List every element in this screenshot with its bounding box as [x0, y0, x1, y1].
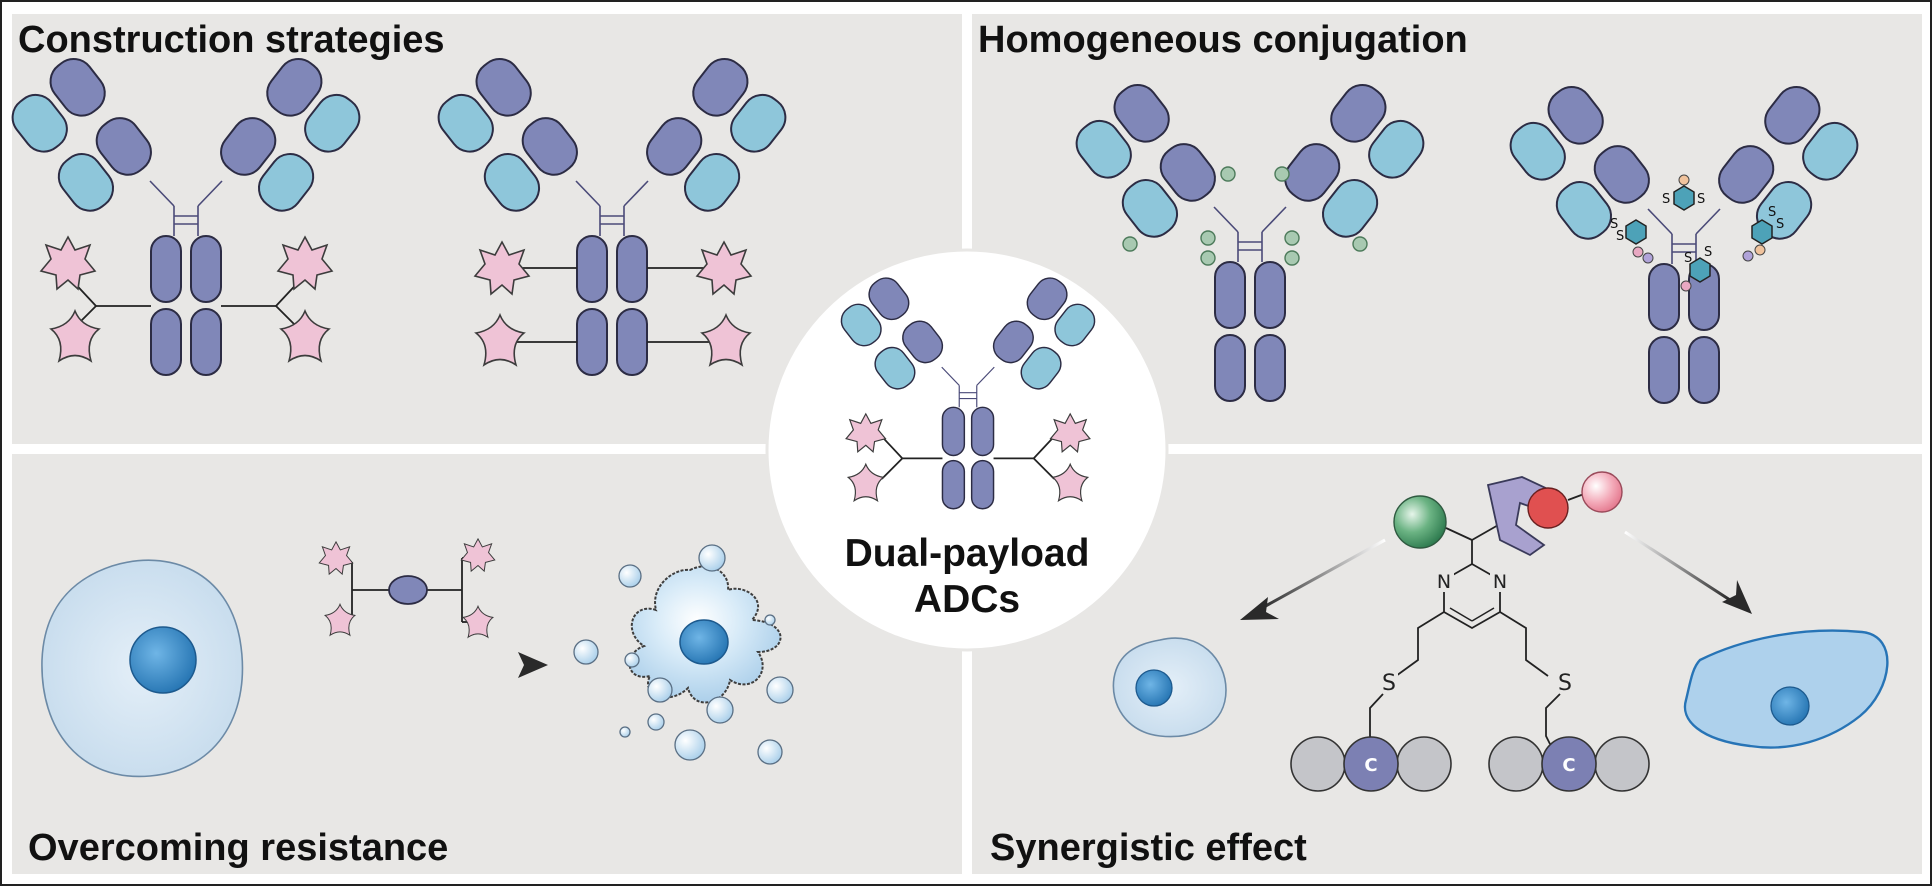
cancer-cell-icon	[41, 559, 244, 778]
svg-text:S: S	[1662, 192, 1670, 207]
synergistic-title: Synergistic effect	[990, 827, 1307, 869]
homogeneous-title: Homogeneous conjugation	[978, 19, 1468, 61]
resistance-title: Overcoming resistance	[28, 827, 448, 869]
conjugated-payload-dots	[1632, 174, 1766, 292]
svg-text:N: N	[1437, 571, 1451, 593]
svg-text:S: S	[1776, 217, 1784, 232]
svg-text:S: S	[1697, 192, 1705, 207]
svg-text:S: S	[1558, 671, 1572, 696]
svg-text:S: S	[1704, 245, 1712, 260]
cancer-cell-icon	[1112, 637, 1227, 738]
ss-labels: S S S S S S S S	[1610, 192, 1784, 266]
svg-text:N: N	[1493, 571, 1507, 593]
disulfide-bridges	[1625, 185, 1773, 283]
svg-text:C: C	[1364, 755, 1377, 776]
treatment-arrow	[275, 652, 548, 678]
svg-text:S: S	[1382, 671, 1396, 696]
svg-text:S: S	[1768, 205, 1776, 220]
antibody-icon	[832, 271, 1104, 510]
svg-text:C: C	[1562, 755, 1575, 776]
cell-debris	[573, 544, 794, 765]
svg-text:S: S	[1616, 229, 1624, 244]
construction-title: Construction strategies	[18, 19, 445, 61]
svg-text:S: S	[1684, 251, 1692, 266]
payload-beads	[1122, 166, 1368, 266]
center-badge	[765, 248, 1169, 652]
dead-cell-icon	[628, 565, 782, 704]
center-title-line1: Dual-payload	[845, 532, 1090, 575]
effect-arrow-left	[1240, 538, 1386, 620]
center-title-line2: ADCs	[914, 578, 1020, 621]
pyrimidine-linker-icon: N N S S C C	[1290, 471, 1650, 792]
effect-arrow-right	[1624, 530, 1752, 614]
svg-text:S: S	[1610, 217, 1618, 232]
cancer-cell-icon	[1683, 629, 1889, 749]
